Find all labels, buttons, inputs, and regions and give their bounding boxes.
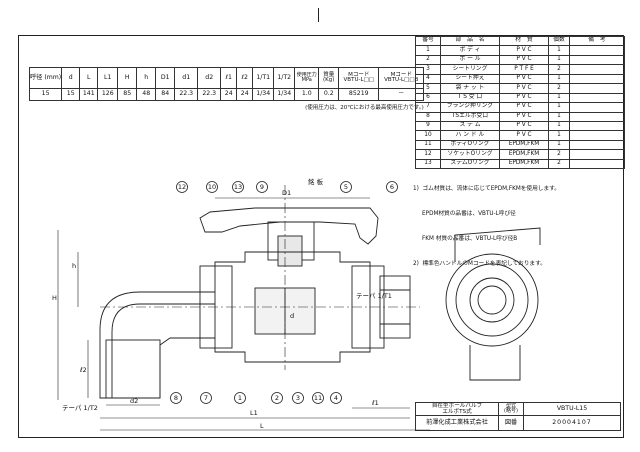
part-balloon: 1 <box>234 392 246 404</box>
elbow-socket <box>99 291 215 399</box>
balloon-number: 12 <box>178 183 186 191</box>
dim-D1: D1 <box>282 189 291 197</box>
handle <box>199 207 379 245</box>
taper-label-1: テーパ 1/T1 <box>356 292 392 300</box>
title-block: 自在型ボールバルブ エルボTS式 型式 (略号) VBTU-L15 前澤化成工業… <box>415 402 621 431</box>
dim-L: L <box>260 422 264 430</box>
part-balloon: 13 <box>232 181 244 193</box>
part-balloon: 2 <box>271 392 283 404</box>
part-balloon: 12 <box>176 181 188 193</box>
spec-cell: 15 <box>61 88 81 101</box>
taper-label-2: テーパ 1/T2 <box>62 404 98 412</box>
dim-l1: ℓ1 <box>372 399 379 407</box>
balloon-number: 3 <box>296 394 300 402</box>
dim-l2: ℓ2 <box>80 366 87 374</box>
title-name-line1: 自在型ボールバルブ <box>431 403 483 410</box>
spec-cell: 1.0 <box>294 88 320 101</box>
balloon-number: 10 <box>208 183 216 191</box>
side-view-outer <box>445 253 539 347</box>
spec-footnote: (使用圧力は、20℃における最高使用圧力です。) <box>305 104 424 111</box>
part-balloon: 6 <box>386 181 398 193</box>
title-name-line2: エルボTS式 <box>442 409 472 415</box>
part-balloon: 3 <box>292 392 304 404</box>
note-line: EPDM材質の品番は、VBTU-L呼び径 <box>413 211 516 218</box>
drawing-frame <box>18 35 624 438</box>
dim-L1: L1 <box>250 409 258 417</box>
spec-footnote-row: (使用圧力は、20℃における最高使用圧力です。) <box>30 101 424 115</box>
balloon-number: 2 <box>275 394 279 402</box>
spec-cell: 0.2 <box>318 88 340 101</box>
balloon-number: 4 <box>334 394 338 402</box>
spec-cell: 84 <box>155 88 176 101</box>
marking-label: 銘 板 <box>308 177 324 186</box>
part-balloon: 7 <box>200 392 212 404</box>
spec-header: Mコード VBTU-L□□ <box>338 67 380 89</box>
part-balloon: 11 <box>312 392 324 404</box>
spec-table: 呼径 (mm) d L L1 H h D1 d1 d2 ℓ1 ℓ2 1/T1 1… <box>28 67 425 115</box>
note-line: 1) ゴム材質は、流体に応じてEPDM,FKMを使用します。 <box>413 185 560 192</box>
balloon-number: 7 <box>204 394 208 402</box>
balloon-number: 1 <box>238 394 242 402</box>
part-balloon: 8 <box>170 392 182 404</box>
dim-d: d <box>290 312 294 320</box>
balloon-number: 11 <box>314 394 322 402</box>
part-balloon: 9 <box>256 181 268 193</box>
parts-cell <box>569 158 625 170</box>
spec-value-row: 15 15 141 126 85 48 84 22.3 22.3 24 24 1… <box>28 88 425 101</box>
center-mark <box>318 8 319 22</box>
part-balloon: 10 <box>206 181 218 193</box>
valve-body <box>214 251 371 363</box>
part-balloon: 4 <box>330 392 342 404</box>
dim-d2: d2 <box>130 397 138 405</box>
balloon-number: 9 <box>260 183 264 191</box>
balloon-number: 5 <box>344 183 348 191</box>
spec-cell: 85219 <box>338 88 380 101</box>
balloon-number: 6 <box>390 183 394 191</box>
balloon-number: 13 <box>234 183 242 191</box>
drawing-number: 20004107 <box>523 415 621 431</box>
dim-H: H <box>52 294 57 302</box>
balloon-number: 8 <box>174 394 178 402</box>
dim-h: h <box>72 262 76 270</box>
spec-cell: 24 <box>220 88 238 101</box>
note-line: FKM 材質の品番は、VBTU-L呼び径B <box>413 236 518 243</box>
part-balloon: 5 <box>340 181 352 193</box>
spec-cell: 15 <box>28 88 63 101</box>
